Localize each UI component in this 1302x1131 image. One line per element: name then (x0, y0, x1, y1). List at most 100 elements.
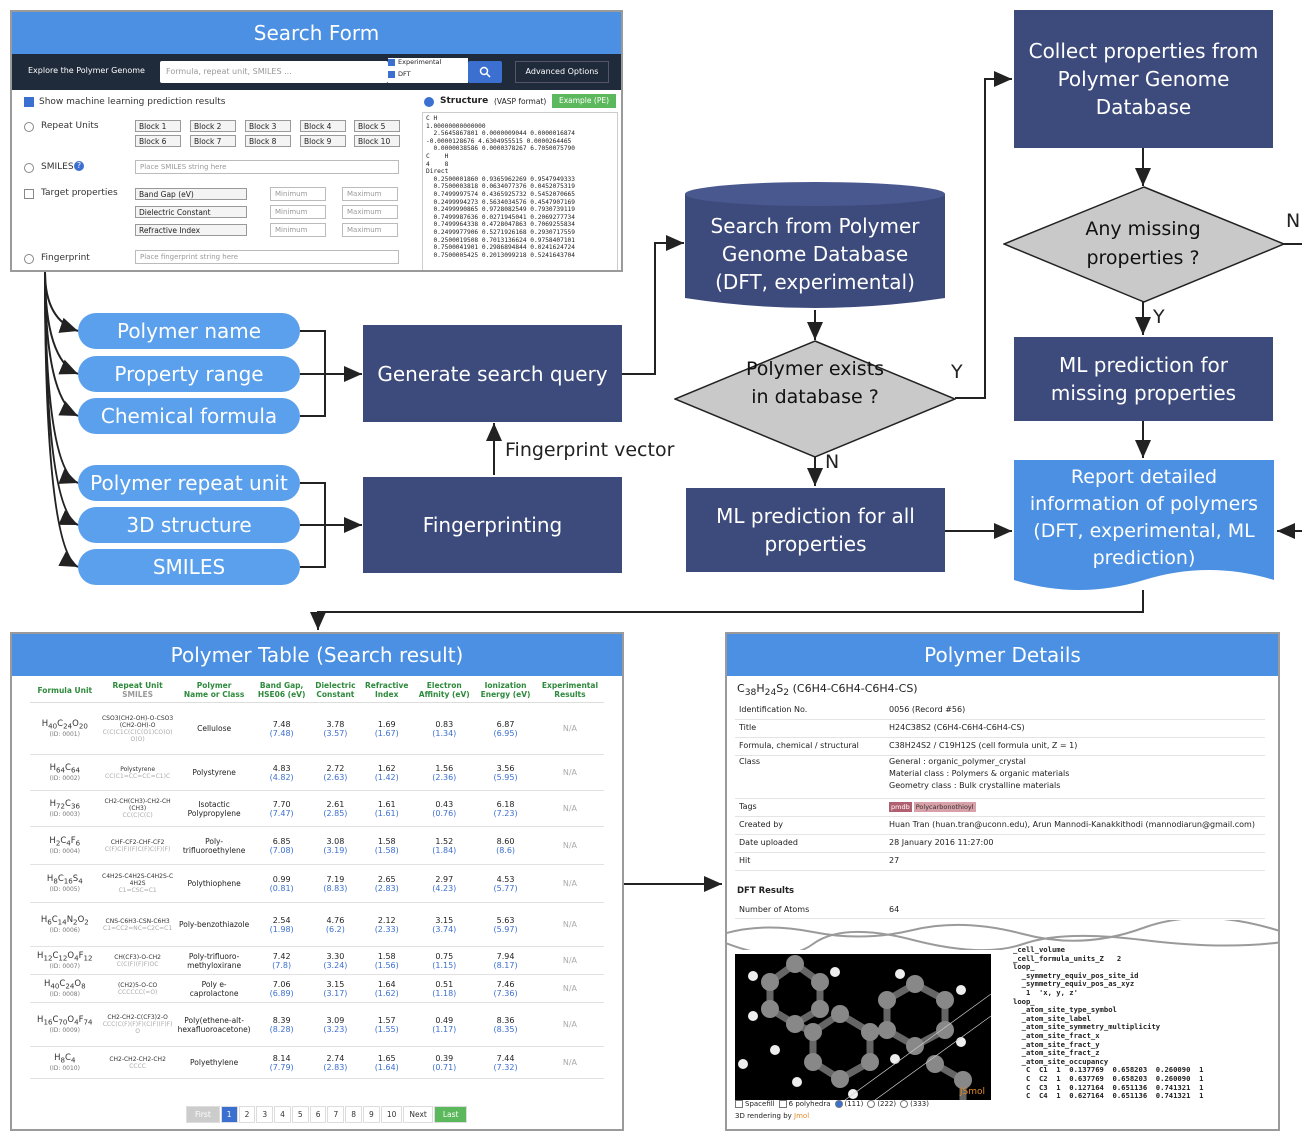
ml-checkbox[interactable] (24, 97, 34, 107)
block-select[interactable]: Block 9 (300, 135, 346, 147)
dft-results-label: DFT Results (737, 886, 795, 896)
render-option[interactable]: (111) (834, 1100, 863, 1108)
property-select[interactable]: Band Gap (eV) (135, 188, 247, 200)
min-input[interactable]: Minimum (270, 223, 326, 237)
formula-cell[interactable]: H16C70O4F74(ID: 0009) (30, 1002, 100, 1047)
advanced-options-button[interactable]: Advanced Options (515, 61, 609, 83)
tag-badge[interactable]: Polycarbonothioyl (913, 802, 976, 812)
render-option-label: (333) (910, 1100, 929, 1108)
table-row[interactable]: H8C16S4(ID: 0005)C4H2S-C4H2S-C4H2S-C4H2S… (30, 864, 604, 903)
pager-page-button[interactable]: 6 (309, 1106, 327, 1123)
column-header[interactable]: Formula Unit (30, 678, 100, 703)
max-input[interactable]: Maximum (342, 205, 398, 219)
fingerprint-radio[interactable] (24, 254, 34, 264)
fingerprint-input[interactable]: Place fingerprint string here (135, 250, 399, 264)
block-select[interactable]: Block 8 (245, 135, 291, 147)
polymer-name-cell: Polystyrene (175, 754, 253, 791)
pager-page-button[interactable]: 2 (238, 1106, 256, 1123)
render-option[interactable]: (222) (867, 1100, 896, 1108)
pager-page-button[interactable]: 7 (327, 1106, 345, 1123)
min-input[interactable]: Minimum (270, 187, 326, 201)
render-option[interactable]: Spacefill (735, 1100, 775, 1108)
block-select[interactable]: Block 1 (135, 120, 181, 132)
pager-page-button[interactable]: 5 (291, 1106, 309, 1123)
pager-first-button[interactable]: First (186, 1106, 220, 1123)
max-input[interactable]: Maximum (342, 187, 398, 201)
pager-page-button[interactable]: 10 (380, 1106, 403, 1123)
smiles-input[interactable]: Place SMILES string here (135, 160, 399, 174)
formula-cell[interactable]: H72C36(ID: 0003) (30, 790, 100, 827)
pager-page-button[interactable]: 8 (345, 1106, 363, 1123)
pager-next-button[interactable]: Next (403, 1106, 433, 1123)
pager-page-button[interactable]: 4 (274, 1106, 291, 1123)
formula-cell[interactable]: H2C4F6(ID: 0004) (30, 826, 100, 865)
jsmol-viewer[interactable]: JSmol (735, 954, 991, 1100)
min-input[interactable]: Minimum (270, 205, 326, 219)
block-select[interactable]: Block 6 (135, 135, 181, 147)
column-header[interactable]: Band Gap,HSE06 (eV) (252, 678, 311, 703)
property-select[interactable]: Dielectric Constant (135, 206, 247, 218)
target-properties-checkbox[interactable] (24, 189, 34, 199)
block-select[interactable]: Block 5 (354, 120, 400, 132)
property-value: 6.18 (496, 799, 515, 809)
predicted-value: (1.84) (432, 845, 457, 855)
tag-badge[interactable]: pmdb (889, 802, 912, 812)
search-input[interactable]: Formula, repeat unit, SMILES ... (160, 61, 388, 83)
block-select[interactable]: Block 4 (300, 120, 346, 132)
formula-cell[interactable]: H40C24O8(ID: 0008) (30, 974, 100, 1003)
structure-radio[interactable] (424, 97, 434, 107)
max-input[interactable]: Maximum (342, 223, 398, 237)
search-button[interactable] (468, 61, 502, 83)
formula-cell[interactable]: H64C64(ID: 0002) (30, 754, 100, 791)
property-cell: 3.08(3.19) (310, 826, 361, 865)
property-select[interactable]: Refractive Index (135, 224, 247, 236)
pager-last-button[interactable]: Last (433, 1106, 468, 1123)
property-value: 1.58 (377, 951, 396, 961)
formula-cell[interactable]: H8C16S4(ID: 0005) (30, 864, 100, 903)
formula-cell[interactable]: H12C12O4F12(ID: 0007) (30, 946, 100, 975)
predicted-value: (2.83) (323, 1062, 348, 1072)
check-icon (388, 58, 395, 66)
smiles-radio[interactable] (24, 163, 34, 173)
block-select[interactable]: Block 10 (354, 135, 400, 147)
nav-label[interactable]: Explore the Polymer Genome (28, 66, 145, 75)
render-option[interactable]: 6 polyhedra (778, 1100, 831, 1108)
pager-page-button[interactable]: 3 (256, 1106, 274, 1123)
block-select[interactable]: Block 3 (245, 120, 291, 132)
example-button[interactable]: Example (PE) (552, 94, 616, 108)
predicted-value: (1.98) (269, 924, 294, 934)
pager-page-button[interactable]: 9 (363, 1106, 380, 1123)
block-select[interactable]: Block 2 (190, 120, 236, 132)
formula-cell[interactable]: H8C4(ID: 0010) (30, 1046, 100, 1079)
table-row[interactable]: H40C24O20(ID: 0001)CSO3(CH2-OH)-O-CSO3(C… (30, 702, 604, 755)
dft-checkbox[interactable]: DFT (388, 70, 468, 83)
block-select[interactable]: Block 7 (190, 135, 236, 147)
jmol-link[interactable]: Jmol (794, 1112, 810, 1120)
repeat-units-radio[interactable] (24, 122, 34, 132)
table-row[interactable]: H72C36(ID: 0003)CH2-CH(CH3)-CH2-CH(CH3)C… (30, 790, 604, 827)
column-header-line: Formula Unit (37, 685, 93, 695)
experimental-checkbox[interactable]: Experimental (388, 58, 468, 70)
formula-cell[interactable]: H6C14N2O2(ID: 0006) (30, 902, 100, 947)
render-option[interactable]: (333) (900, 1100, 929, 1108)
formula-cell[interactable]: H40C24O20(ID: 0001) (30, 702, 100, 755)
pager-page-button[interactable]: 1 (220, 1106, 238, 1123)
